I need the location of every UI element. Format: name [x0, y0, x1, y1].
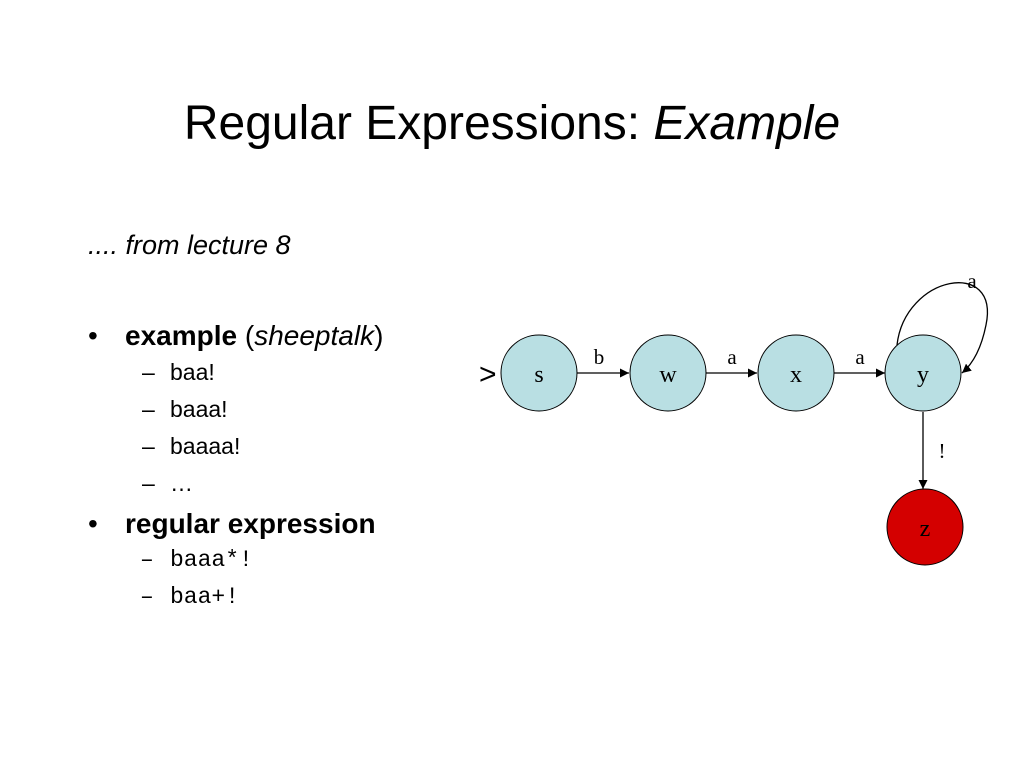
dash-marker: –	[140, 584, 154, 610]
example-item-text: …	[170, 470, 193, 496]
regex-item: –baaa*!	[88, 542, 383, 579]
bullet-example-close: )	[374, 320, 384, 351]
subtitle: .... from lecture 8	[88, 230, 291, 260]
bullet-regex: • regular expression	[88, 506, 383, 542]
bullet-marker: •	[88, 320, 98, 351]
transition-y-z-label: !	[939, 439, 946, 463]
state-x-circle	[757, 334, 835, 412]
bullet-example-italic: sheeptalk	[254, 320, 375, 351]
bullet-list: •example (sheeptalk) –baa! –baaa! –baaaa…	[88, 318, 383, 620]
example-item-text: baa!	[170, 359, 215, 385]
transition-y-y-loop	[896, 282, 989, 374]
example-sublist: –baa! –baaa! –baaaa! –…	[88, 354, 383, 502]
bullet-example-open: (	[237, 320, 255, 351]
bullet-marker: •	[88, 508, 98, 539]
state-x-label: x	[790, 362, 802, 388]
dash-marker: –	[140, 547, 154, 573]
bullet-regex-bold: regular expression	[125, 508, 376, 539]
state-z-circle	[886, 488, 964, 566]
example-item: –baaaa!	[88, 428, 383, 465]
regex-item: –baa+!	[88, 579, 383, 616]
state-s-circle	[500, 334, 578, 412]
example-item-text: baaaa!	[170, 433, 241, 459]
transition-x-y-label: a	[855, 345, 865, 369]
state-w-label: w	[659, 362, 677, 388]
transition-s-w-label: b	[594, 345, 605, 369]
state-w-circle	[629, 334, 707, 412]
transition-w-x-label: a	[727, 345, 737, 369]
dash-marker: –	[142, 470, 155, 496]
example-item: –baa!	[88, 354, 383, 391]
regex-sublist: –baaa*! –baa+!	[88, 542, 383, 616]
title-main: Regular Expressions:	[183, 97, 654, 150]
dash-marker: –	[142, 396, 155, 422]
title-italic: Example	[653, 97, 841, 150]
slide-title: Regular Expressions: Example	[0, 100, 1024, 148]
state-z-label: z	[920, 516, 931, 542]
dash-marker: –	[142, 359, 155, 385]
state-y-label: y	[917, 362, 929, 388]
example-item: –…	[88, 465, 383, 502]
example-item-text: baaa!	[170, 396, 228, 422]
state-y-circle	[884, 334, 962, 412]
example-item: –baaa!	[88, 391, 383, 428]
transition-y-y-label: a	[967, 269, 977, 293]
dash-marker: –	[142, 433, 155, 459]
state-s-label: s	[534, 362, 543, 388]
start-marker: >	[479, 358, 497, 391]
regex-item-text: baaa*!	[170, 547, 253, 573]
bullet-example: • example (sheeptalk)	[88, 318, 383, 354]
bullet-example-bold: example	[125, 320, 238, 351]
regex-item-text: baa+!	[170, 584, 240, 610]
